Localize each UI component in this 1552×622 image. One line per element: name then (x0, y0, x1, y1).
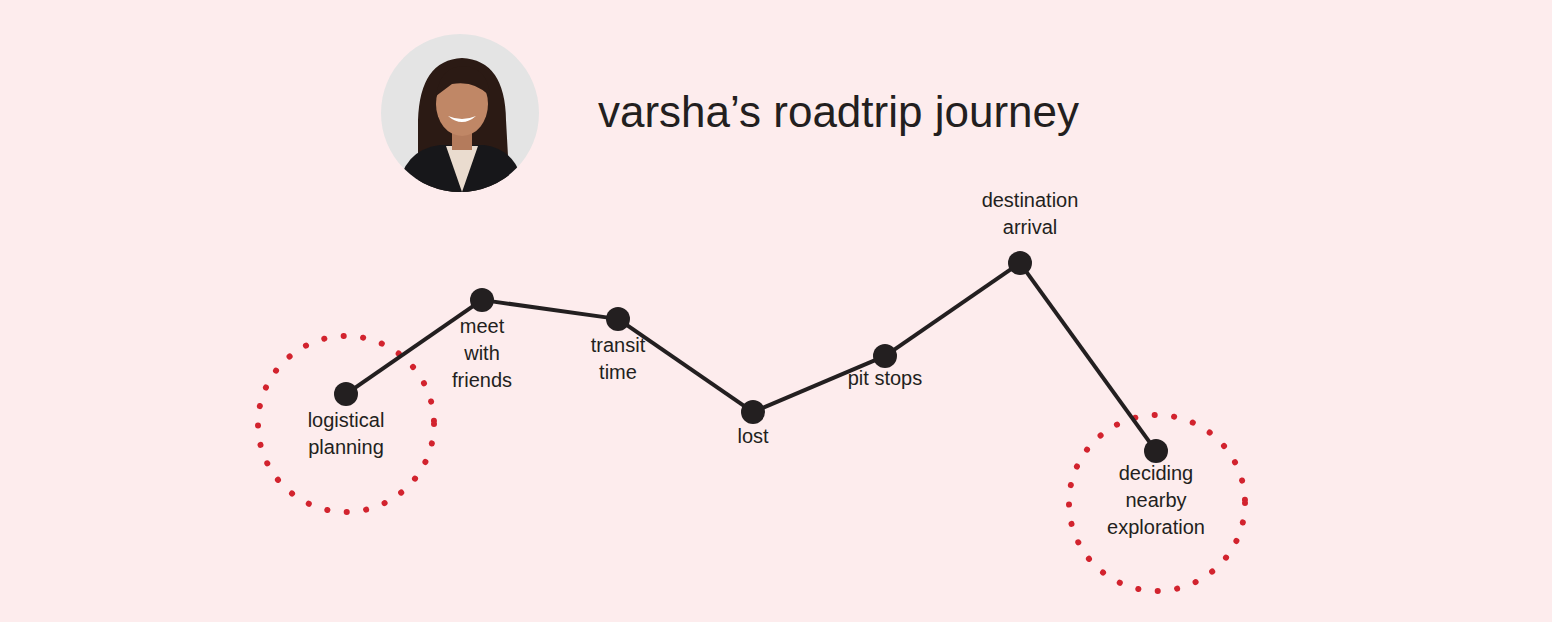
stage-label: transit time (578, 332, 658, 386)
journey-point: deciding nearby exploration (1144, 439, 1168, 463)
portrait-photo (381, 34, 539, 192)
stage-label: pit stops (830, 365, 940, 392)
journey-line (1026, 271, 1150, 443)
journey-line (492, 301, 608, 317)
journey-point: lost (741, 400, 765, 424)
stage-label: logistical planning (296, 407, 396, 461)
highlight-circle (258, 336, 434, 512)
stage-label: deciding nearby exploration (1097, 460, 1215, 541)
journey-point: logistical planning (334, 382, 358, 406)
journey-point: destination arrival (1008, 251, 1032, 275)
journey-point: transit time (606, 307, 630, 331)
stage-label: meet with friends (445, 313, 520, 394)
journey-point: meet with friends (470, 288, 494, 312)
stage-label: destination arrival (968, 187, 1093, 241)
highlight-circle (1069, 415, 1245, 591)
journey-point: pit stops (873, 344, 897, 368)
diagram-title: varsha’s roadtrip journey (598, 86, 1079, 138)
journey-line (893, 269, 1012, 351)
stage-label: lost (723, 423, 783, 450)
